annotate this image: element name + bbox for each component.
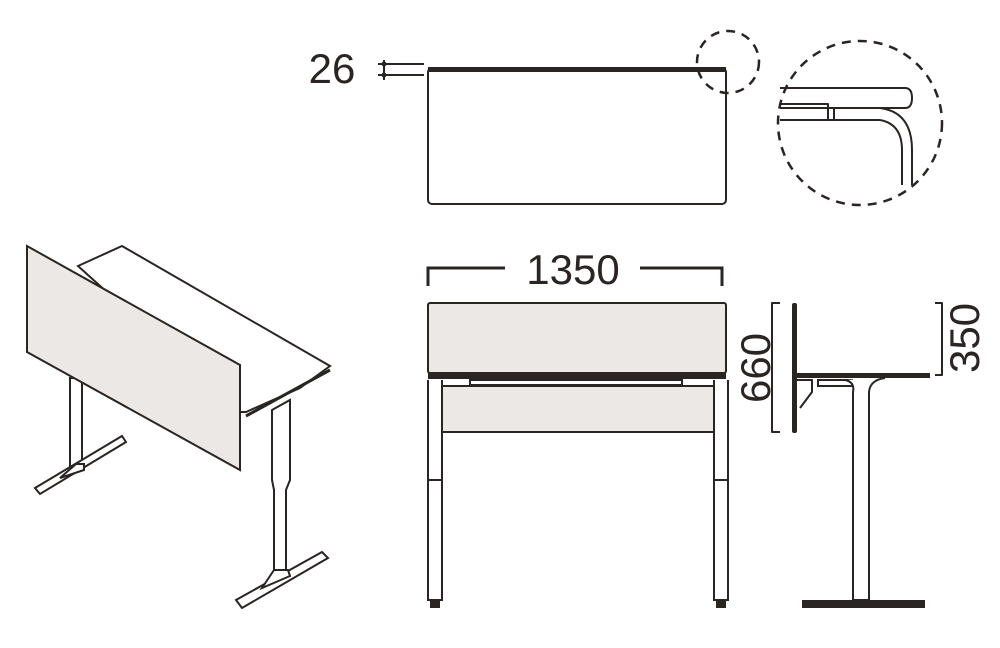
side-foot [802,600,925,608]
perspective-panel [26,244,241,472]
dim-dot [381,72,387,78]
front-tabletop [428,373,726,379]
side-leg [844,377,886,601]
front-leg-right [713,380,729,601]
detail-leg [879,107,913,185]
perspective-leg-front [271,398,291,571]
front-foot-right [716,600,726,608]
dim-width-line [426,266,724,286]
dim-width-label: 1350 [526,246,619,293]
edge-detail [776,39,944,207]
dim-dot [381,61,387,67]
side-panel [792,303,797,433]
foot-joint [59,463,85,479]
front-elevation: 1350 [426,246,729,608]
dim-660-bracket [771,302,780,433]
plan-view: 26 [309,29,761,205]
dim-350-bracket [935,302,943,376]
perspective-view [26,244,332,610]
foot-joint [259,569,292,591]
front-rail [469,379,683,386]
dim-350-label: 350 [941,303,988,373]
panel-plan [428,67,726,72]
side-elevation: 660 350 [732,302,988,608]
dim-thickness-label: 26 [309,45,356,92]
detail-circle [776,39,944,207]
detail-marker-circle [695,29,761,95]
side-bracket [797,379,813,409]
dim-660-label: 660 [732,333,779,403]
perspective-leg-back [69,377,83,469]
side-tabletop [797,373,930,378]
front-panel [427,302,727,374]
tabletop-edge [245,368,331,418]
front-modesty-panel [439,385,719,433]
detail-tabletop [780,87,913,109]
front-foot-left [430,600,440,608]
front-leg-left [427,380,443,601]
detail-leg-inner [879,119,903,185]
detail-bracket [780,103,835,120]
tabletop-plan [427,67,727,205]
